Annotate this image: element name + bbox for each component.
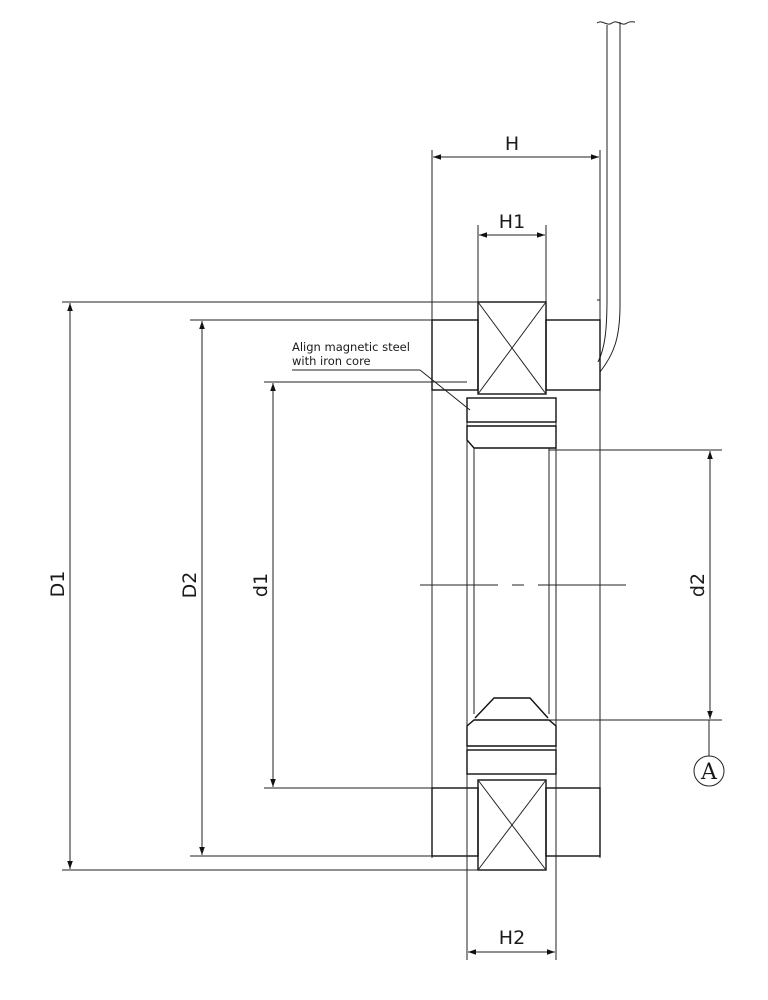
upper-iron-core <box>466 425 557 449</box>
lower-iron-core <box>466 719 557 747</box>
label-d1: D1 <box>47 571 69 598</box>
label-h1: H1 <box>499 211 525 233</box>
datum-a-label: A <box>700 760 718 785</box>
housing-outline <box>431 150 601 858</box>
lower-housing-section <box>431 779 601 871</box>
datum-a-symbol: A <box>693 719 725 787</box>
label-h2: H2 <box>499 927 525 949</box>
upper-housing-section <box>431 301 601 395</box>
note-line-1: Align magnetic steel <box>292 340 410 354</box>
upper-magnetic-steel <box>466 397 557 423</box>
label-d2-small: d2 <box>687 573 709 597</box>
cable <box>596 21 636 373</box>
label-d1-small: d1 <box>250 573 272 597</box>
rotor-ring <box>466 397 557 870</box>
dimension-lines <box>67 154 713 955</box>
note-line-2: with iron core <box>292 354 371 368</box>
label-h: H <box>505 133 519 155</box>
lower-magnetic-steel <box>466 749 557 775</box>
extension-lines <box>62 225 722 960</box>
label-d2: D2 <box>179 572 201 599</box>
note-leader <box>292 369 471 411</box>
